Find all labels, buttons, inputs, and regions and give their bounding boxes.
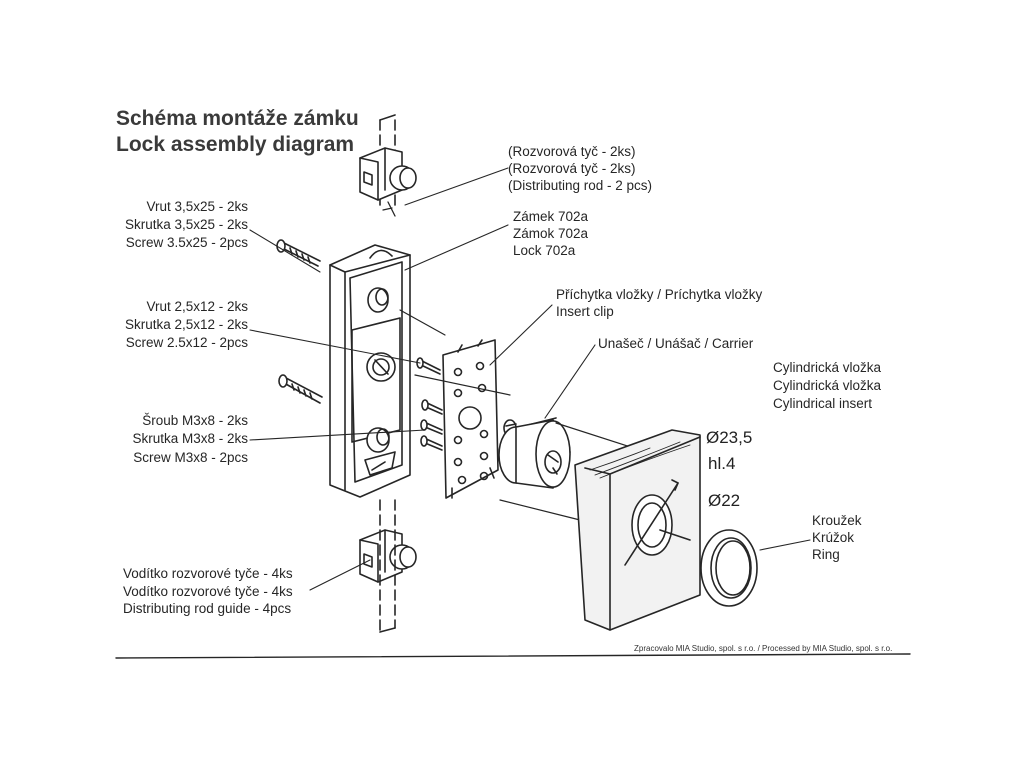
ring [700, 529, 758, 607]
leader-lines [249, 167, 811, 591]
cylindrical-insert [498, 417, 571, 489]
leader-screw-m3 [249, 429, 426, 441]
screw-3-5x25-upper [276, 239, 321, 267]
label-line: Screw 3.5x25 - 2pcs [125, 235, 248, 250]
label-line: Cylindrical insert [773, 396, 873, 411]
label-line: Ring [812, 547, 840, 562]
insert-clip [442, 339, 499, 499]
lock-body [329, 244, 411, 498]
label-line: Vodítko rozvorové tyče - 4ks [123, 566, 293, 581]
screw-3-5x25-lower [278, 374, 323, 404]
leader-rod [404, 167, 509, 206]
label-line: Krúžok [812, 530, 855, 545]
label-line: Screw M3x8 - 2pcs [133, 450, 248, 465]
label-line: Skrutka 3,5x25 - 2ks [124, 217, 248, 232]
door-block [574, 429, 701, 631]
label-line: Skrutka 2,5x12 - 2ks [124, 317, 248, 332]
label-line: (Rozvorová tyč - 2ks) [508, 161, 636, 176]
label-line: Kroužek [812, 513, 862, 528]
label-line: Šroub M3x8 - 2ks [142, 413, 248, 428]
leader-lock [404, 224, 509, 271]
label-line: Cylindrická vložka [773, 378, 882, 393]
label-line: Vrut 3,5x25 - 2ks [146, 199, 248, 214]
bottom-distributing-rod [379, 499, 396, 633]
dimension-depth: hl.4 [708, 454, 736, 473]
label-line: Zámek 702a [513, 209, 589, 224]
label-line: Vodítko rozvorové tyče - 4ks [123, 584, 293, 599]
top-distributing-rod [379, 114, 396, 217]
footer-credit: Zpracovalo MIA Studio, spol. s r.o. / Pr… [634, 644, 893, 653]
leader-carrier [544, 344, 596, 419]
leader-screw-3-5 [249, 229, 321, 273]
label-line: Vrut 2,5x12 - 2ks [146, 299, 248, 314]
small-screws [416, 357, 443, 451]
label-line: Lock 702a [513, 243, 576, 258]
label-line: (Distributing rod - 2 pcs) [508, 178, 653, 193]
assembly-guide-lines [399, 309, 641, 521]
leader-rod-guide [309, 559, 371, 591]
bottom-rod-guide [359, 529, 417, 583]
title-cz: Schéma montáže zámku [116, 107, 359, 130]
label-line: Screw 2.5x12 - 2pcs [125, 335, 248, 350]
dimension-outer-diameter: Ø23,5 [706, 428, 753, 447]
label-line: Zámok 702a [513, 226, 589, 241]
label-line: (Rozvorová tyč - 2ks) [508, 144, 636, 159]
leader-insert-clip [489, 304, 553, 366]
label-line: Příchytka vložky / Príchytka vložky [556, 287, 763, 302]
leader-screw-2-5 [249, 329, 421, 364]
label-line: Insert clip [556, 304, 614, 319]
label-carrier: Unašeč / Unášač / Carrier [598, 336, 754, 351]
label-line: Skrutka M3x8 - 2ks [132, 431, 248, 446]
leader-ring [759, 539, 811, 551]
label-line: Cylindrická vložka [773, 360, 882, 375]
dimension-inner-diameter: Ø22 [708, 491, 741, 510]
label-line: Distributing rod guide - 4pcs [123, 601, 292, 616]
title-en: Lock assembly diagram [116, 133, 355, 156]
top-rod-guide [359, 147, 417, 201]
footer-rule [115, 653, 911, 659]
